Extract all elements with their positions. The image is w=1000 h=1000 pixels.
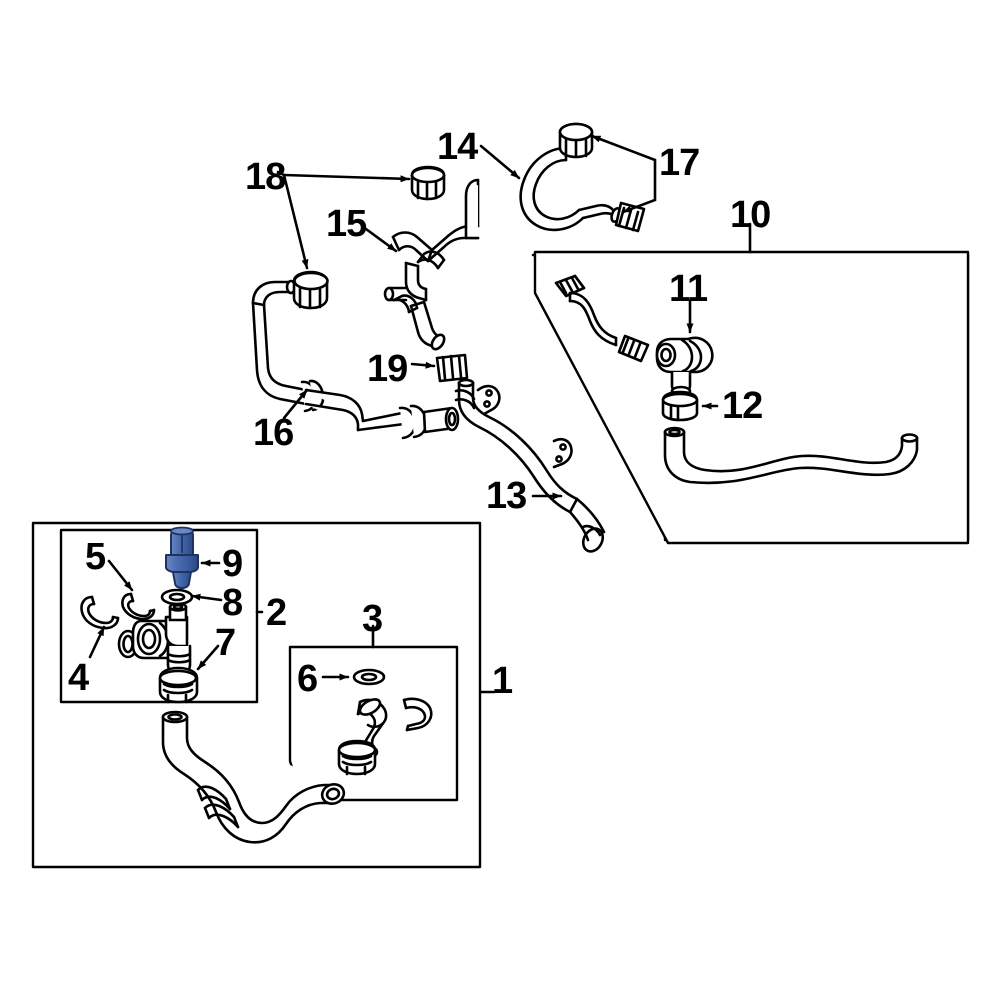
callout-3: 3 [362, 598, 383, 640]
leader-18a [282, 173, 411, 183]
leader-15 [364, 227, 398, 253]
hose-clamp-icon [292, 270, 329, 310]
thermostat-housing-icon [131, 602, 192, 675]
callout-15: 15 [326, 203, 367, 245]
coolant-pipe-13 [454, 378, 606, 553]
callout-9: 9 [222, 543, 243, 585]
retaining-clip-small-icon [121, 592, 156, 621]
callout-12: 12 [722, 385, 763, 427]
coolant-hose-15 [383, 178, 480, 351]
hose-clamp-icon [554, 274, 586, 298]
callout-8: 8 [222, 582, 243, 624]
callout-14: 14 [437, 126, 478, 168]
leader-4 [88, 625, 106, 659]
retaining-clip-icon [402, 697, 433, 732]
leader-17b [621, 158, 657, 214]
o-ring-seal-icon [352, 668, 386, 686]
leader-7 [196, 644, 220, 671]
hose-clamp-icon [614, 201, 646, 233]
leader-18-stem [276, 170, 286, 177]
hose-clamp-icon [158, 666, 199, 704]
callout-6: 6 [297, 658, 318, 700]
callout-7: 7 [215, 622, 236, 664]
callout-18: 18 [245, 156, 286, 198]
coolant-hose-short [568, 291, 618, 347]
callout-2: 2 [266, 592, 287, 634]
hose-clamp-icon [558, 122, 594, 159]
coolant-hose-16 [251, 279, 460, 440]
callout-10: 10 [730, 194, 771, 236]
coolant-temperature-sensor-highlighted [165, 526, 199, 589]
callout-16: 16 [253, 412, 294, 454]
callout-13: 13 [486, 475, 527, 517]
leader-8 [190, 593, 223, 602]
hose-clamp-icon [410, 165, 446, 201]
o-ring-seal-icon [160, 588, 194, 606]
coolant-hose-main-lower [161, 710, 346, 844]
leader-5 [107, 559, 134, 592]
callout-5: 5 [85, 536, 106, 578]
coolant-hose-14 [519, 146, 622, 232]
hose-clamp-icon [661, 390, 699, 422]
leader-17a [590, 134, 657, 162]
hose-clamp-icon [435, 353, 469, 383]
leader-14 [479, 144, 521, 180]
callout-1: 1 [492, 660, 513, 702]
retaining-clip-large-icon [80, 595, 120, 630]
leader-16 [282, 388, 309, 420]
coolant-pipe-long [663, 426, 919, 485]
callout-17: 17 [659, 142, 700, 184]
callout-19: 19 [367, 348, 408, 390]
callout-11: 11 [669, 268, 708, 310]
hose-clamp-icon [617, 334, 650, 363]
leader-18b [282, 173, 309, 270]
leader-19 [410, 361, 436, 369]
hose-clamp-icon [337, 739, 377, 776]
callout-4: 4 [68, 657, 89, 699]
